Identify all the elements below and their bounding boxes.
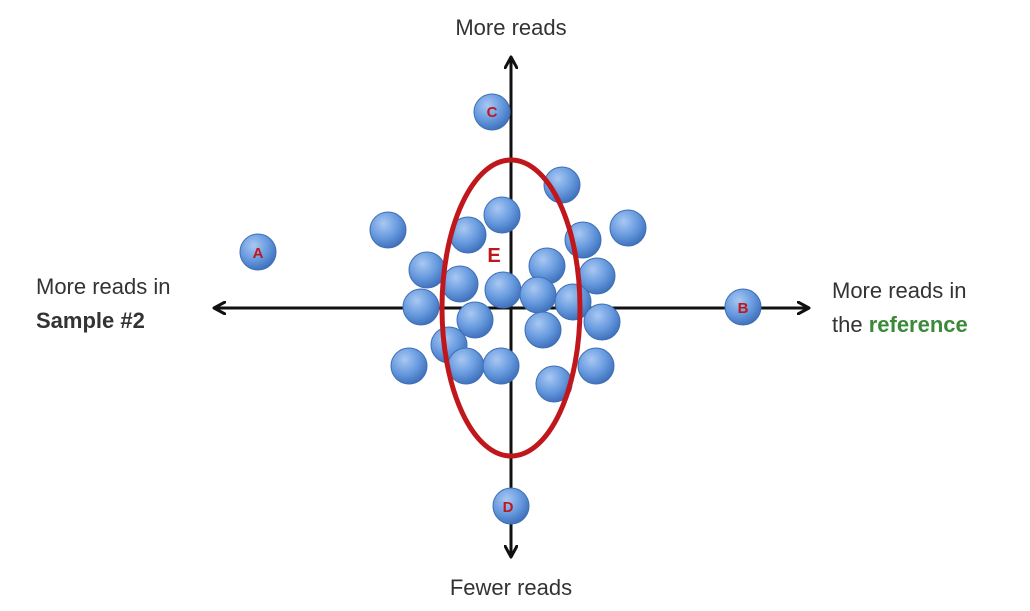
point-cluster	[369, 166, 647, 403]
point-c: C	[473, 93, 511, 131]
axis-label-right-emphasis: reference	[868, 312, 968, 337]
axis-label-right-line2: the reference	[832, 308, 968, 342]
point-d-label: D	[503, 499, 514, 516]
cluster-point	[577, 347, 615, 385]
point-b-label: B	[738, 300, 749, 317]
labeled-points: A B C D E	[239, 93, 762, 525]
point-b: B	[724, 288, 762, 326]
axis-label-right-line1: More reads in	[832, 278, 967, 303]
cluster-point	[456, 301, 494, 339]
axis-label-left-line1: More reads in	[36, 274, 171, 299]
cluster-point	[484, 271, 522, 309]
axis-label-left: More reads in Sample #2	[36, 270, 171, 338]
cluster-point	[482, 347, 520, 385]
point-c-label: C	[487, 104, 498, 121]
point-d: D	[492, 487, 530, 525]
cluster-ellipse	[439, 157, 583, 459]
point-a: A	[239, 233, 277, 271]
axis-label-left-line2: Sample #2	[36, 308, 145, 333]
axis-label-bottom: Fewer reads	[449, 575, 573, 600]
cluster-point	[583, 303, 621, 341]
ellipse-label-e: E	[487, 245, 500, 267]
axis-label-top: More reads	[455, 15, 567, 40]
cluster-point	[609, 209, 647, 247]
cluster-point	[524, 311, 562, 349]
cluster-point	[447, 347, 485, 385]
cluster-point	[369, 211, 407, 249]
axis-label-right-prefix: the	[832, 312, 869, 337]
axes	[215, 58, 808, 556]
cluster-point	[390, 347, 428, 385]
cluster-point	[483, 196, 521, 234]
cluster-point	[441, 265, 479, 303]
point-a-label: A	[253, 245, 264, 262]
cluster-point	[408, 251, 446, 289]
axis-label-right: More reads in the reference	[832, 274, 968, 342]
cluster-point	[402, 288, 440, 326]
cluster-point	[519, 276, 557, 314]
